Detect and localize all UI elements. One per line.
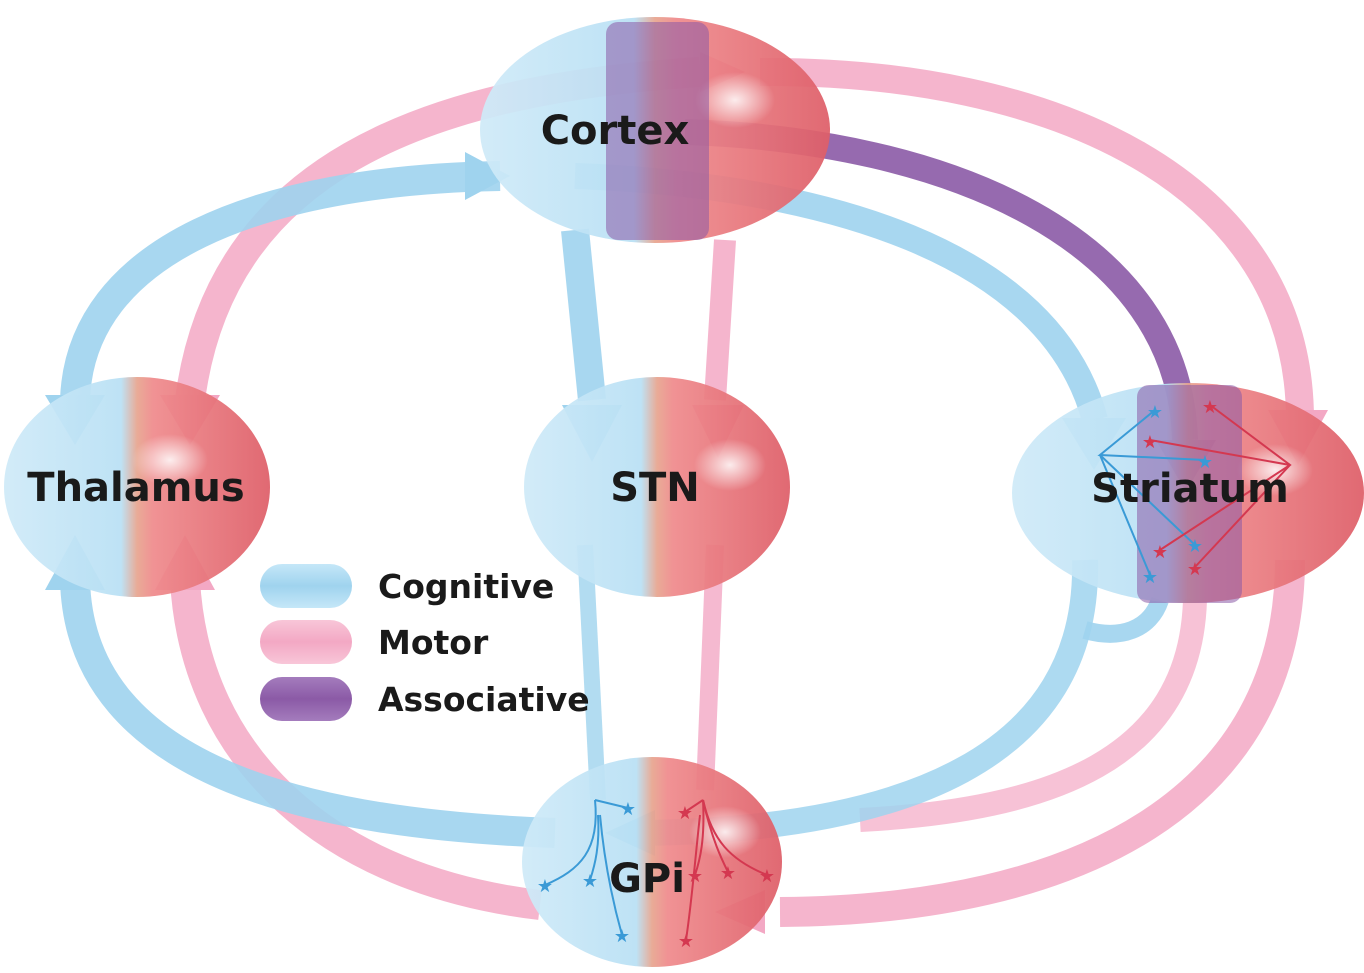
node-thalamus: Thalamus (4, 377, 270, 597)
striatum-label: Striatum (1091, 466, 1289, 512)
striatum-neuron-stars: ★ ★ ★ ★ ★ ★ ★ ★ (1142, 397, 1218, 587)
motor-path-striatum-to-gpi (779, 559, 1305, 927)
svg-text:★: ★ (537, 876, 553, 896)
cognitive-path-cortex-to-stn (561, 228, 606, 402)
node-cortex: Cortex (480, 17, 830, 243)
svg-text:★: ★ (687, 866, 703, 886)
svg-text:★: ★ (1187, 536, 1203, 556)
legend-label-associative: Associative (378, 680, 590, 719)
svg-text:★: ★ (678, 931, 694, 951)
legend-swatch-associative (260, 677, 352, 721)
cognitive-path-striatum-hook (1082, 596, 1169, 643)
svg-text:★: ★ (677, 803, 693, 823)
gpi-label: GPi (609, 856, 685, 902)
svg-text:★: ★ (614, 926, 630, 946)
motor-path-cortex-to-stn (704, 239, 736, 401)
stn-label: STN (610, 465, 700, 511)
gpi-neuron-connections (544, 799, 768, 941)
striatum-neuron-connections (1097, 404, 1292, 576)
motor-path-striatum-inner (859, 599, 1207, 832)
svg-text:★: ★ (1187, 559, 1203, 579)
cortex-label: Cortex (541, 108, 690, 154)
svg-text:★: ★ (759, 866, 775, 886)
node-striatum: ★ ★ ★ ★ ★ ★ ★ ★ Striatum (1012, 383, 1364, 603)
svg-text:★: ★ (1147, 402, 1163, 422)
svg-text:★: ★ (1142, 432, 1158, 452)
legend-swatch-motor (260, 620, 352, 664)
svg-text:★: ★ (1142, 567, 1158, 587)
node-stn: STN (524, 377, 790, 597)
cognitive-path-stn-to-gpi (577, 544, 606, 801)
svg-text:★: ★ (1197, 452, 1213, 472)
svg-text:★: ★ (1202, 397, 1218, 417)
svg-text:★: ★ (620, 799, 636, 819)
node-gpi: ★ ★ ★ ★ ★ ★ ★ ★ ★ GPi (522, 757, 782, 967)
svg-text:★: ★ (1152, 542, 1168, 562)
legend-swatch-cognitive (260, 564, 352, 608)
gpi-neuron-stars: ★ ★ ★ ★ ★ ★ ★ ★ ★ (537, 799, 775, 951)
cognitive-path-gpi-to-thalamus (60, 579, 556, 848)
associative-band-cortex (606, 22, 709, 240)
arrowhead-cognitive-cortex (465, 152, 510, 200)
thalamus-label: Thalamus (27, 465, 244, 511)
legend-label-motor: Motor (378, 623, 489, 662)
svg-text:★: ★ (582, 871, 598, 891)
svg-text:★: ★ (720, 863, 736, 883)
legend: Cognitive Motor Associative (260, 564, 590, 721)
motor-path-cortex-to-striatum (759, 57, 1314, 421)
legend-label-cognitive: Cognitive (378, 567, 554, 606)
cognitive-path-thalamus-to-cortex (60, 161, 501, 401)
